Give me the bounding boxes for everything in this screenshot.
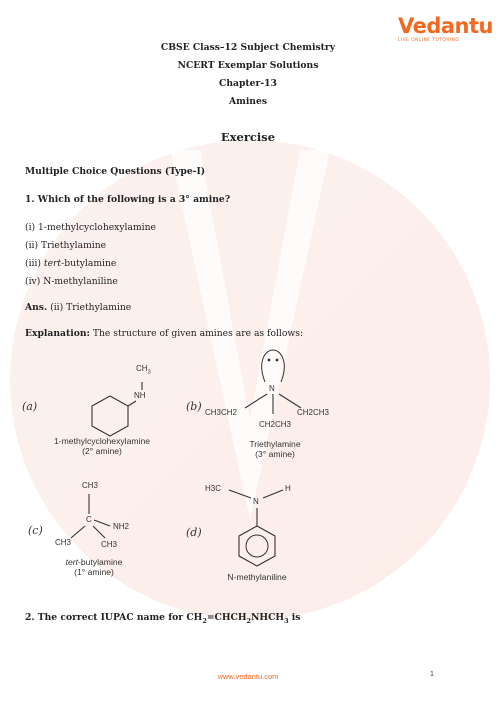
question-2: 2. The correct IUPAC name for CH2=CHCH2N… [25, 612, 301, 625]
n-label-d: N [253, 497, 259, 506]
name-b: Triethylamine [249, 439, 301, 449]
question-1: 1. Which of the following is a 3° amine? [25, 194, 231, 205]
header-subject: CBSE Class–12 Subject Chemistry [160, 42, 336, 53]
h-label-d: H [285, 484, 291, 493]
label-d: (d) [186, 526, 202, 539]
option-i: (i) 1-methylcyclohexylamine [25, 222, 156, 233]
option-iv: (iv) N-methylaniline [25, 276, 118, 287]
lone-pair-diagram [244, 349, 302, 414]
header-solutions: NCERT Exemplar Solutions [177, 60, 319, 71]
c-label-c: C [86, 515, 92, 524]
benzene-ring [228, 489, 284, 567]
structure-d: H3C N H [205, 482, 315, 572]
header-chapter: Chapter-13 [219, 78, 277, 89]
type-c: (1° amine) [74, 567, 114, 577]
page-number: 1 [430, 671, 434, 678]
answer: Ans. (ii) Triethylamine [25, 302, 132, 313]
methyl-label: CH3 [136, 364, 151, 376]
ch3-left-c: CH3 [55, 538, 72, 547]
name-d: N-methylaniline [227, 572, 287, 582]
ethyl-bottom-b: CH2CH3 [259, 420, 292, 429]
name-a: 1-methylcyclohexylamine [54, 436, 150, 446]
label-a: (a) [22, 400, 38, 413]
cyclohexane-ring [91, 382, 143, 437]
structure-b: N CH3CH2 CH2CH3 CH2CH3 [205, 348, 345, 438]
type-b: (3° amine) [255, 449, 295, 459]
vedantu-logo: Vedantu LIVE ONLINE TUTORING [398, 14, 494, 47]
tert-butyl-skeleton [70, 494, 111, 539]
ethyl-right-b: CH2CH3 [297, 408, 330, 417]
structure-c: CH3 C NH2 CH3 CH3 [55, 480, 145, 552]
header-topic: Amines [228, 96, 268, 107]
ch3-right-c: CH3 [101, 540, 118, 549]
subsection-heading: Multiple Choice Questions (Type-I) [25, 166, 206, 177]
structure-a: CH3 NH [60, 360, 180, 460]
type-a: (2° amine) [82, 446, 122, 456]
label-c: (c) [28, 524, 43, 537]
option-ii: (ii) Triethylamine [25, 240, 107, 251]
h3c-label-d: H3C [205, 484, 222, 493]
nh-label: NH [134, 391, 146, 400]
explanation: Explanation: The structure of given amin… [25, 328, 304, 339]
n-label-b: N [269, 384, 275, 393]
nh2-label-c: NH2 [113, 522, 130, 531]
option-iii: (iii) tert-butylamine [25, 258, 117, 269]
logo-wordmark: Vedantu [398, 14, 494, 38]
logo-tagline: LIVE ONLINE TUTORING [398, 38, 460, 43]
footer-link[interactable]: www.vedantu.com [217, 672, 279, 681]
section-title: Exercise [220, 130, 276, 144]
name-c: tert-butylamine [65, 557, 123, 567]
label-b: (b) [186, 400, 202, 413]
ethyl-left-b: CH3CH2 [205, 408, 238, 417]
ch3-top-c: CH3 [82, 481, 99, 490]
